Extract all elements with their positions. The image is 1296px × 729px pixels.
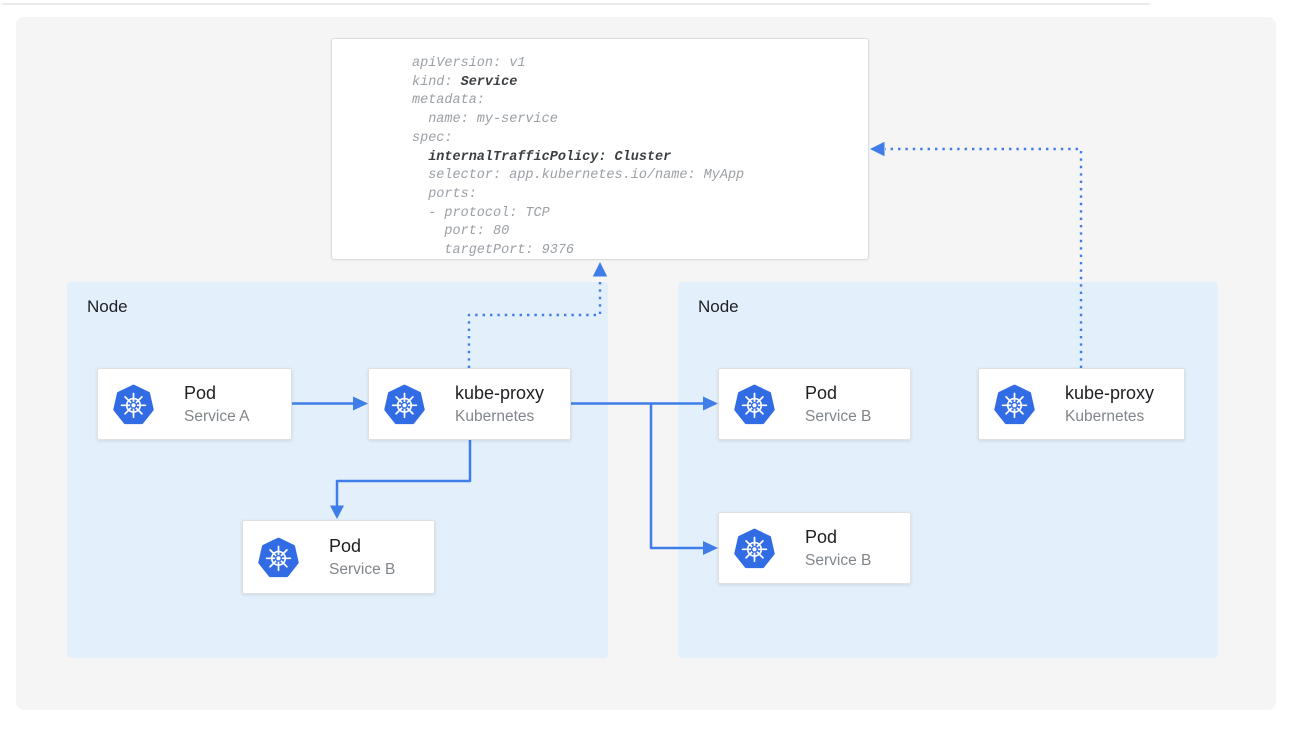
pod-card-service-b-right-bottom: Pod Service B — [718, 512, 911, 584]
kubernetes-icon — [258, 536, 299, 579]
card-text: Pod Service B — [329, 534, 395, 580]
kube-proxy-card-left: kube-proxy Kubernetes — [368, 368, 571, 440]
card-title: kube-proxy — [1065, 383, 1155, 403]
card-subtitle: Kubernetes — [455, 408, 535, 425]
yaml-line: targetPort: 9376 — [412, 243, 575, 259]
yaml-line: name: my-service — [412, 112, 558, 128]
node-label: Node — [87, 297, 128, 316]
top-divider — [2, 3, 1150, 5]
card-title: Pod — [805, 383, 838, 403]
yaml-line: ports: — [412, 186, 477, 202]
card-title: Pod — [329, 536, 362, 556]
yaml-line: internalTrafficPolicy: Cluster — [428, 149, 672, 165]
card-subtitle: Service A — [184, 408, 250, 425]
card-subtitle: Service B — [805, 408, 872, 425]
kubernetes-icon — [734, 527, 775, 570]
kubernetes-icon — [113, 383, 154, 426]
node-box-left: Node — [67, 282, 608, 658]
yaml-line: spec: — [412, 130, 453, 146]
card-text: kube-proxy Kubernetes — [1065, 381, 1154, 427]
card-text: Pod Service B — [805, 381, 871, 427]
yaml-line: selector: app.kubernetes.io/name: MyApp — [412, 168, 745, 184]
card-subtitle: Service B — [329, 561, 396, 578]
pod-card-service-b-left: Pod Service B — [242, 520, 435, 594]
yaml-line: apiVersion: v1 — [412, 56, 526, 71]
service-yaml-card: apiVersion: v1 kind: Service metadata: n… — [331, 38, 869, 260]
card-text: Pod Service A — [184, 381, 249, 427]
pod-card-service-a: Pod Service A — [97, 368, 292, 440]
card-title: Pod — [805, 527, 838, 547]
card-text: kube-proxy Kubernetes — [455, 381, 544, 427]
service-yaml-code: apiVersion: v1 kind: Service metadata: n… — [412, 55, 744, 261]
yaml-line: metadata: — [412, 93, 485, 109]
kubernetes-icon — [734, 383, 775, 426]
kube-proxy-card-right: kube-proxy Kubernetes — [978, 368, 1185, 440]
card-title: kube-proxy — [455, 383, 545, 403]
yaml-line: port: 80 — [412, 224, 510, 240]
node-label: Node — [698, 297, 739, 316]
card-title: Pod — [184, 383, 217, 403]
yaml-line: kind: Service — [412, 74, 518, 90]
card-subtitle: Kubernetes — [1065, 408, 1145, 425]
node-box-right: Node — [678, 282, 1218, 658]
pod-card-service-b-right-top: Pod Service B — [718, 368, 911, 440]
yaml-line: - protocol: TCP — [412, 205, 550, 221]
card-text: Pod Service B — [805, 525, 871, 571]
card-subtitle: Service B — [805, 552, 872, 569]
kubernetes-icon — [994, 383, 1035, 426]
kubernetes-icon — [384, 383, 425, 426]
